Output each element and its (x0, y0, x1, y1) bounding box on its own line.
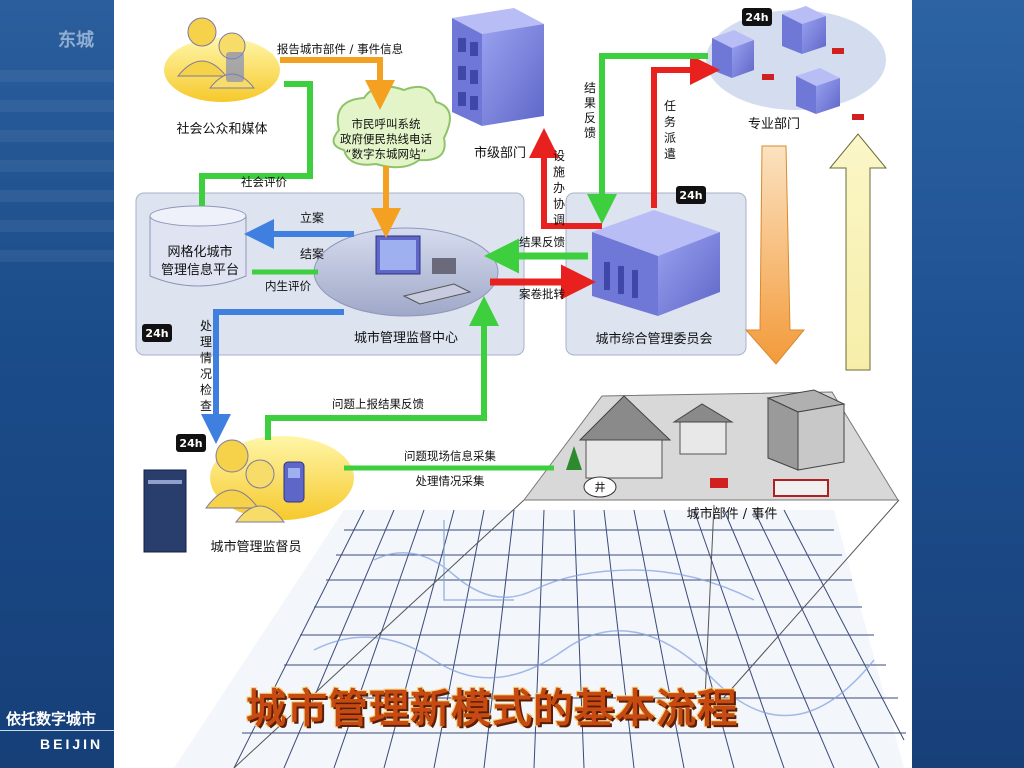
label-coord-v-5: 调 (553, 213, 565, 227)
label-collect-onsite: 问题现场信息采集 (404, 449, 496, 463)
specialized-label: 专业部门 (748, 117, 800, 132)
platform-line2: 管理信息平台 (161, 262, 239, 278)
supervisor-icon (205, 436, 354, 523)
label-dispatch-v-1: 任 (664, 99, 676, 113)
label-feedback-mid: 结果反馈 (519, 235, 565, 249)
badge-24h: 24h (742, 8, 772, 26)
label-check-v-2: 理 (200, 335, 212, 349)
down-arrow-icon (744, 145, 806, 365)
label-dispatch-v-3: 派 (664, 131, 676, 145)
badge-24h: 24h (176, 434, 206, 452)
city-scene-icon (523, 389, 899, 501)
manhole-icon (583, 476, 617, 498)
corner-tag: 东城 (58, 30, 94, 51)
background-detail (0, 220, 114, 232)
brand-text: 依托数字城市 (6, 710, 97, 728)
committee-label: 城市综合管理委员会 (595, 331, 712, 347)
label-file-case: 立案 (300, 210, 324, 225)
label-check-v-1: 处 (200, 319, 212, 333)
hotline-line2: 政府便民热线电话 (340, 132, 432, 146)
slide-title: 城市管理新模式的基本流程 (246, 685, 738, 732)
background-detail (0, 160, 114, 172)
arrow-process-check (201, 309, 344, 444)
label-collect-process: 处理情况采集 (416, 474, 485, 488)
label-coord-v-1: 设 (553, 149, 565, 163)
label-dispatch-v-4: 遣 (664, 146, 676, 161)
label-check-v-5: 检 (200, 382, 212, 397)
hotline-line3: “数字东城网站” (346, 147, 427, 161)
label-check-v-3: 情 (200, 351, 212, 365)
manhole-label: 井 (595, 480, 606, 494)
slide-canvas: 社会公众和媒体 市民呼叫系统 政府便民热线电话 “数字东城网站” 市级部门 (114, 0, 912, 768)
label-coord-v-4: 协 (553, 196, 565, 211)
background-detail (0, 70, 114, 82)
background-detail (0, 250, 114, 262)
arrow-task-dispatch (651, 55, 720, 208)
city-dept-building-icon (452, 8, 544, 126)
specialized-dept-icon (706, 6, 886, 120)
background-detail (0, 130, 114, 142)
label-feedback-v-3: 反 (584, 111, 596, 125)
right-background-strip (912, 0, 1024, 768)
label-feedback-v-2: 果 (584, 96, 596, 110)
label-close-case: 结案 (300, 246, 324, 261)
brand-subtext: BEIJIN (40, 736, 104, 752)
people-icon (164, 17, 280, 102)
left-background-strip: 东城 依托数字城市 BEIJIN (0, 0, 114, 768)
background-detail (0, 190, 114, 202)
flow-diagram: 社会公众和媒体 市民呼叫系统 政府便民热线电话 “数字东城网站” 市级部门 (135, 6, 906, 768)
label-case-transfer: 案卷批转 (519, 287, 565, 301)
label-check-v-4: 况 (200, 367, 212, 381)
arrow-report-result (265, 296, 499, 440)
svg-text:24h: 24h (679, 189, 702, 202)
label-coord-v-2: 施 (553, 165, 565, 179)
committee-building-icon (592, 210, 720, 316)
label-social-eval: 社会评价 (241, 175, 287, 189)
label-dispatch-v-2: 务 (664, 114, 676, 129)
grid-map (174, 499, 906, 768)
booklet-icon (143, 469, 187, 553)
arrow-feedback-vertical (587, 53, 708, 224)
arrow-report (280, 57, 395, 110)
monitor-center-icon (313, 227, 499, 317)
svg-text:24h: 24h (145, 327, 168, 340)
svg-text:24h: 24h (179, 437, 202, 450)
label-feedback-v-4: 馈 (584, 126, 596, 140)
label-check-v-6: 查 (200, 399, 212, 413)
label-feedback-v-1: 结 (584, 81, 596, 95)
parts-label: 城市部件 / 事件 (687, 506, 778, 522)
badge-24h: 24h (676, 186, 706, 204)
city-dept-label: 市级部门 (474, 145, 526, 161)
up-arrow-icon (828, 133, 888, 371)
database-icon (149, 205, 247, 287)
background-detail (0, 100, 114, 112)
label-report: 报告城市部件 / 事件信息 (277, 42, 403, 56)
public-label: 社会公众和媒体 (176, 121, 267, 137)
label-coord-v-3: 办 (553, 180, 565, 195)
arrow-social-eval (199, 81, 313, 206)
brand-divider (0, 730, 114, 731)
hotline-line1: 市民呼叫系统 (352, 117, 421, 131)
label-internal-eval: 内生评价 (265, 279, 311, 293)
svg-text:24h: 24h (745, 11, 768, 24)
supervisor-label: 城市管理监督员 (210, 539, 301, 555)
label-report-result: 问题上报结果反馈 (332, 397, 424, 411)
arrow-coordinate (529, 128, 602, 229)
platform-line1: 网格化城市 (167, 244, 232, 260)
monitor-center-label: 城市管理监督中心 (354, 330, 458, 346)
badge-24h: 24h (142, 324, 172, 342)
